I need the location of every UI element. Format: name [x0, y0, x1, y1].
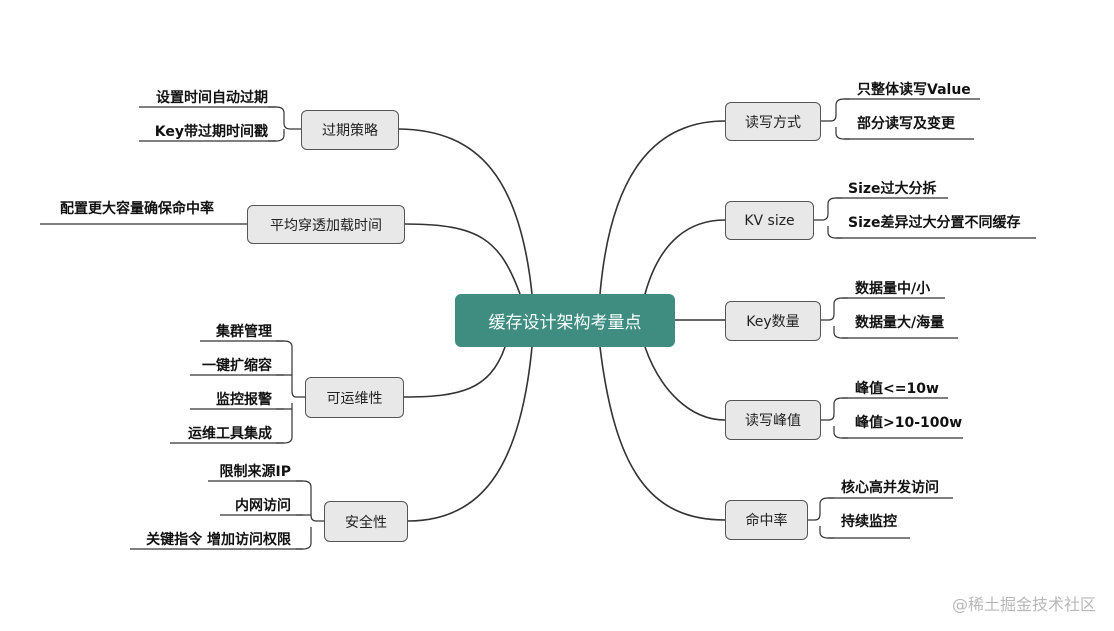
topic-operability[interactable]: 可运维性: [305, 377, 404, 418]
connector-operability: [403, 346, 506, 398]
bracket-key-count: [821, 297, 848, 339]
bracket-expiry: [268, 106, 301, 142]
topic-label: 平均穿透加载时间: [270, 217, 382, 234]
leaf-larger-capacity: 配置更大容量确保命中率: [60, 201, 214, 217]
leaf-partial-rw: 部分读写及变更: [857, 116, 955, 132]
topic-penetration-load-time[interactable]: 平均穿透加载时间: [247, 205, 405, 244]
leaf-core-high-concurrency: 核心高并发访问: [841, 480, 939, 496]
topic-kv-size[interactable]: KV size: [725, 201, 814, 240]
leaf-cluster-management: 集群管理: [216, 324, 272, 340]
topic-security[interactable]: 安全性: [324, 501, 408, 542]
connector-rw-peak: [644, 346, 726, 421]
leaf-size-split: Size过大分拆: [848, 181, 937, 197]
topic-label: 可运维性: [326, 390, 383, 407]
leaf-data-massive: 数据量大/海量: [855, 315, 945, 331]
topic-label: KV size: [744, 212, 795, 229]
topic-label: 过期策略: [322, 123, 378, 139]
bracket-rw-peak: [821, 397, 848, 439]
leaf-intranet-access: 内网访问: [235, 498, 291, 514]
topic-label: 命中率: [745, 513, 788, 529]
topic-key-count[interactable]: Key数量: [725, 301, 821, 341]
leaf-monitoring-alerts: 监控报警: [216, 392, 272, 408]
root-topic[interactable]: 缓存设计架构考量点: [455, 294, 675, 347]
leaf-auto-expire: 设置时间自动过期: [156, 90, 268, 106]
leaf-data-small: 数据量中/小: [855, 281, 931, 297]
leaf-key-expire-timestamp: Key带过期时间戳: [154, 124, 268, 140]
root-topic-label: 缓存设计架构考量点: [488, 313, 642, 333]
connector-expiry: [398, 128, 533, 295]
topic-label: 读写方式: [745, 114, 801, 131]
topic-label: Key数量: [746, 314, 800, 330]
connector-penetration: [404, 223, 521, 295]
bracket-hit-rate: [808, 497, 834, 539]
leaf-ops-tools: 运维工具集成: [188, 426, 272, 442]
leaf-one-click-scaling: 一键扩缩容: [202, 358, 272, 374]
leaf-restrict-source-ip: 限制来源IP: [219, 464, 291, 480]
connector-kv-size: [644, 219, 726, 295]
topic-expiry-policy[interactable]: 过期策略: [301, 110, 399, 150]
topic-label: 安全性: [345, 514, 387, 531]
connector-rw-mode: [599, 120, 726, 295]
leaf-key-command-permission: 关键指令 增加访问权限: [146, 532, 291, 548]
connector-security: [407, 346, 533, 522]
watermark: @稀土掘金技术社区: [951, 595, 1096, 614]
leaf-size-separate-cache: Size差异过大分置不同缓存: [848, 215, 1021, 231]
bracket-rw-mode: [821, 98, 850, 140]
leaf-whole-value-rw: 只整体读写Value: [857, 82, 971, 98]
topic-label: 读写峰值: [745, 413, 801, 429]
bracket-kv-size: [814, 197, 842, 239]
topic-read-write-mode[interactable]: 读写方式: [725, 102, 821, 141]
leaf-peak-low: 峰值<=10w: [855, 381, 939, 397]
topic-rw-peak[interactable]: 读写峰值: [725, 400, 821, 440]
bracket-operability: [276, 340, 305, 444]
topic-hit-rate[interactable]: 命中率: [725, 500, 808, 540]
leaf-continuous-monitoring: 持续监控: [841, 514, 897, 530]
leaf-peak-high: 峰值>10-100w: [855, 415, 963, 431]
connector-hit-rate: [599, 346, 726, 521]
